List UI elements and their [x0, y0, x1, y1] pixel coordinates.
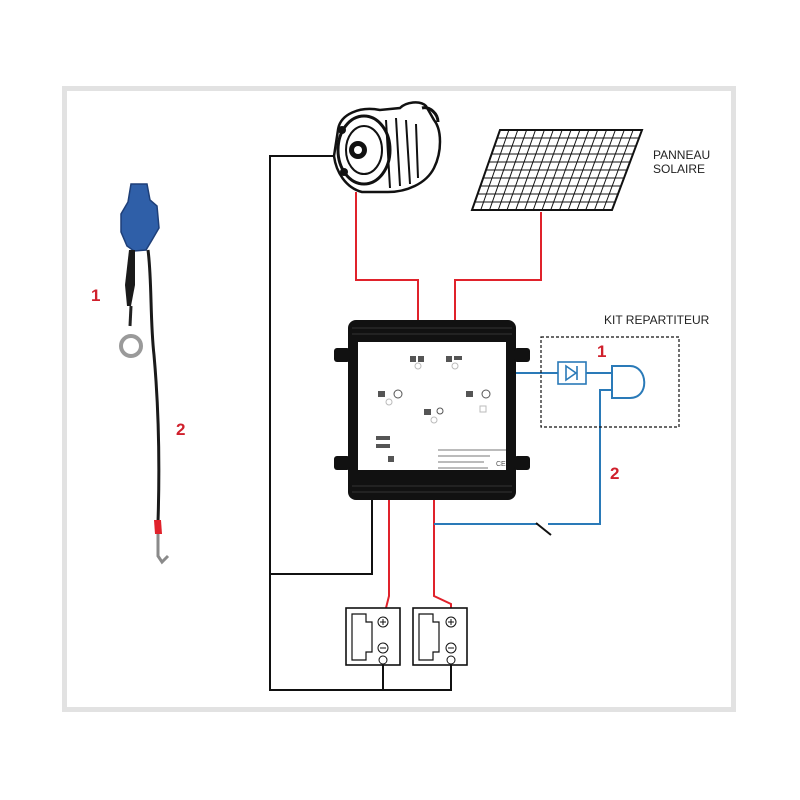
connector-icon: [125, 250, 135, 306]
cable-part-number-2: 2: [176, 420, 186, 439]
ignition-switch: [535, 522, 552, 536]
ring-terminal-icon: [119, 334, 143, 358]
kit-repartiteur-title: KIT REPARTITEUR: [604, 313, 710, 327]
ring-terminal-cable: [119, 183, 170, 565]
solar-panel-icon: [470, 129, 644, 211]
kit-repartiteur-box: [540, 336, 680, 428]
cable-part-number-1: 1: [91, 286, 101, 305]
and-gate-symbol: [611, 365, 646, 399]
alternator-icon: [332, 101, 442, 194]
kit-part-number-1: 1: [597, 342, 607, 361]
battery-separator-unit: CE: [334, 320, 530, 500]
negative-wires: [269, 155, 452, 691]
svg-text:CE: CE: [496, 461, 506, 468]
diode-symbol: [557, 361, 587, 385]
battery-2: [412, 607, 468, 666]
battery-1: [345, 607, 401, 666]
kit-part-number-2: 2: [610, 464, 620, 483]
fuse-holder-icon: [120, 183, 160, 252]
solar-panel-label-2: SOLAIRE: [653, 162, 705, 176]
hook-terminal-icon: [156, 534, 170, 565]
solar-panel-label-1: PANNEAU: [653, 148, 710, 162]
